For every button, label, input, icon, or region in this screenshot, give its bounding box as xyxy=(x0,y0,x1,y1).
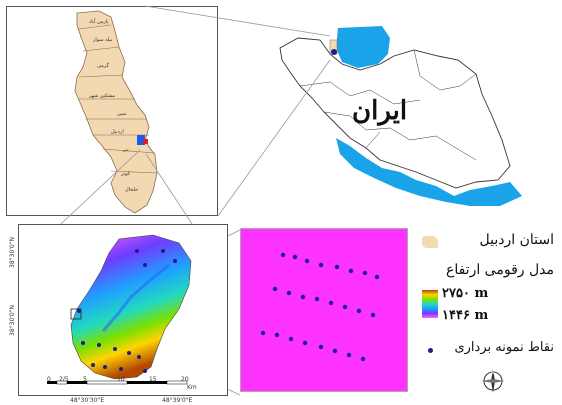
zoom-box xyxy=(70,308,82,320)
study-area-marker xyxy=(137,135,145,145)
province-borders xyxy=(299,49,477,161)
province-map xyxy=(74,10,158,214)
zoom-points xyxy=(260,252,380,362)
county-label: نیر xyxy=(123,147,129,153)
dem-map xyxy=(47,234,192,385)
legend-dem-title: مدل رقومی ارتفاع xyxy=(445,262,554,278)
caspian-sea xyxy=(336,26,390,68)
dem-river-valley xyxy=(101,263,170,332)
lat-label-bottom: 38°30'0"N xyxy=(8,305,16,336)
iran-label: ایران xyxy=(352,96,408,126)
scale-unit: Km xyxy=(187,384,197,391)
county-label: خلخال xyxy=(125,187,139,193)
legend-province-label: استان اردبیل xyxy=(479,232,554,248)
legend-points-label: نقاط نمونه برداری xyxy=(454,340,554,355)
legend-province-swatch xyxy=(422,236,438,248)
legend-point-symbol xyxy=(428,348,433,353)
compass-rose-icon: N xyxy=(481,369,505,393)
persian-gulf xyxy=(336,138,522,206)
scale-tick: 2/5 xyxy=(59,376,69,383)
province-shape xyxy=(74,10,158,214)
dem-sample-points xyxy=(77,249,177,373)
scale-tick: 5 xyxy=(83,376,87,383)
dem-raster xyxy=(70,234,192,380)
zoom-panel xyxy=(240,228,408,392)
lat-label-top: 38°30'0"N xyxy=(8,237,16,268)
legend-dem-max: ۲۷۵۰ m xyxy=(442,286,489,301)
county-label: کوثر xyxy=(121,171,131,177)
iran-map xyxy=(270,20,550,210)
county-borders xyxy=(78,24,158,174)
county-label: نمین xyxy=(117,111,127,117)
lon-label-left: 48°30'30"E xyxy=(70,397,105,404)
legend-dem-ramp xyxy=(422,290,438,318)
study-area-marker-red xyxy=(143,139,148,144)
legend-dem-min: ۱۴۴۶ m xyxy=(442,308,489,323)
scale-tick: 20 xyxy=(181,376,189,383)
legend: استان اردبیل مدل رقومی ارتفاع ۲۷۵۰ m ۱۴۴… xyxy=(412,228,562,404)
scale-tick: 0 xyxy=(47,376,51,383)
province-map-panel: پارس آباد بیله سوار گرمی مشکین شهر نمین … xyxy=(6,6,218,216)
county-label: گرمی xyxy=(97,63,109,69)
lon-label-right: 48°39'0"E xyxy=(162,397,193,404)
scale-tick: 15 xyxy=(149,376,157,383)
scale-bar xyxy=(47,380,188,385)
dem-map-panel: 0 2/5 5 10 15 20 Km 38°30'0"N 38°30'0"N xyxy=(9,224,228,396)
ardabil-point xyxy=(331,49,337,55)
county-label: مشکین شهر xyxy=(89,93,116,99)
county-label: پارس آباد xyxy=(89,19,109,25)
svg-text:N: N xyxy=(491,370,494,375)
county-label: اردبیل xyxy=(111,129,124,135)
scale-tick: 10 xyxy=(117,376,125,383)
iran-land xyxy=(279,37,511,189)
county-label: بیله سوار xyxy=(93,37,113,43)
